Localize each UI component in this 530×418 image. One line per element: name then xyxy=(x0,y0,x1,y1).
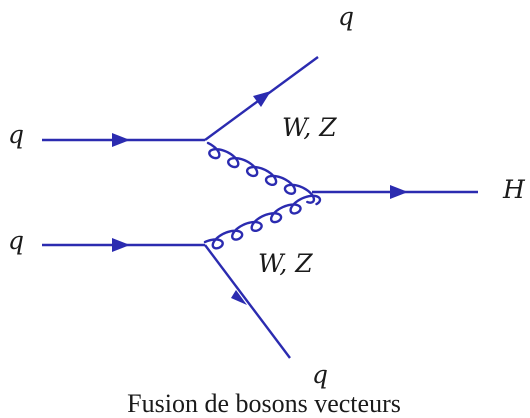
incoming-quark-bottom-arrow xyxy=(112,238,130,252)
label-boson-bottom: W, Z xyxy=(258,249,313,278)
incoming-quark-top-arrow xyxy=(112,133,130,147)
outgoing-quark-bottom-line xyxy=(204,244,291,359)
label-higgs: H xyxy=(502,175,526,204)
label-quark-out-top: q xyxy=(338,2,354,31)
boson-line-bottom xyxy=(203,194,322,250)
label-boson-top: W, Z xyxy=(282,113,337,142)
label-quark-in-top: q xyxy=(8,120,24,149)
boson-line-top xyxy=(206,141,316,204)
outgoing-quark-bottom-arrow xyxy=(231,290,247,305)
label-quark-in-bottom: q xyxy=(8,226,24,255)
outgoing-quark-top-arrow xyxy=(253,91,271,107)
diagram-caption: Fusion de bosons vecteurs xyxy=(127,389,401,418)
label-quark-out-bottom: q xyxy=(312,360,328,389)
higgs-arrow xyxy=(390,185,408,199)
